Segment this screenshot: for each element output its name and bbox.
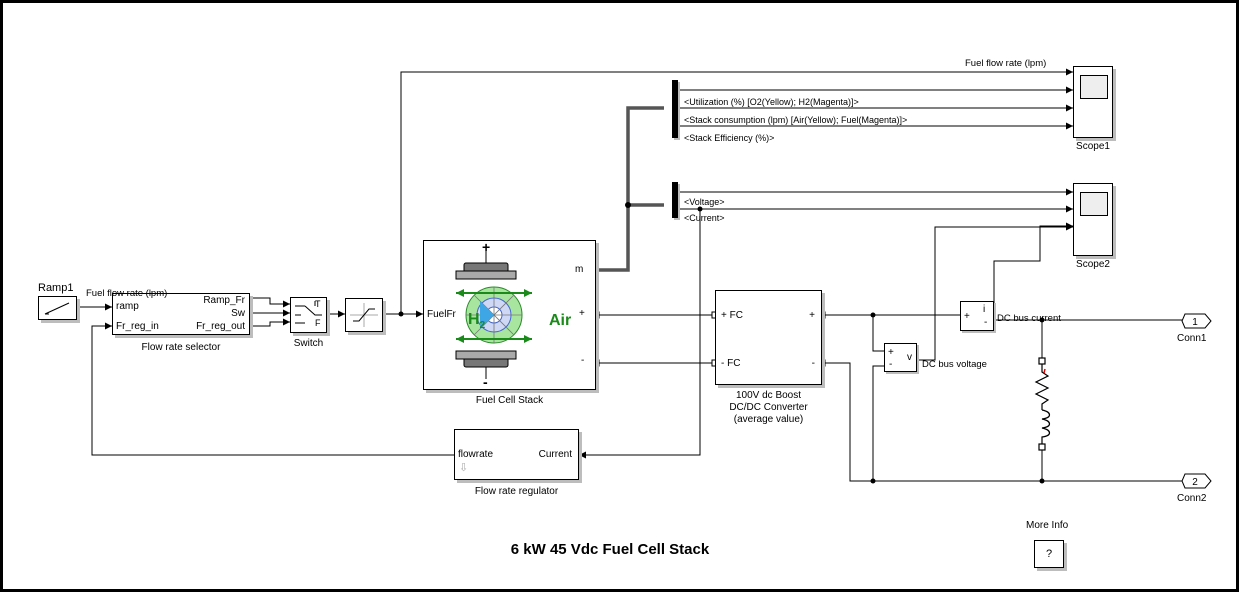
conn1-port[interactable]: 1 bbox=[1181, 313, 1213, 329]
fuel-cell-stack-block[interactable]: H2 Air + - FuelFr m + - bbox=[423, 240, 596, 390]
port-out-minus: - bbox=[811, 358, 815, 369]
converter-label-line2: DC/DC Converter bbox=[729, 402, 808, 413]
stack-consumption-signal: <Stack consumption (lpm) [Air(Yellow); F… bbox=[684, 115, 908, 125]
more-info-label: More Info bbox=[1026, 520, 1069, 531]
flow-rate-selector-block[interactable]: ramp Fr_reg_in Ramp_Fr Sw Fr_reg_out bbox=[112, 293, 250, 335]
more-info-button[interactable]: ? bbox=[1034, 540, 1064, 568]
fuel-cell-stack-label: Fuel Cell Stack bbox=[475, 395, 544, 406]
scope1-block[interactable] bbox=[1073, 66, 1113, 138]
port-fc-minus: - FC bbox=[721, 358, 741, 369]
converter-label-line3: (average value) bbox=[733, 414, 804, 425]
ramp-icon bbox=[44, 302, 70, 315]
current-measurement-block[interactable]: + i - bbox=[960, 301, 994, 331]
port-minus: - bbox=[889, 359, 893, 370]
scope2-block[interactable] bbox=[1073, 183, 1113, 256]
port-f: F bbox=[315, 318, 321, 328]
port-current: Current bbox=[538, 449, 572, 460]
port-ramp-fr: Ramp_Fr bbox=[203, 295, 245, 306]
diagram-title: 6 kW 45 Vdc Fuel Cell Stack bbox=[510, 541, 710, 558]
port-ramp: ramp bbox=[116, 301, 139, 312]
conn2-number: 2 bbox=[1192, 477, 1198, 488]
scope1-label: Scope1 bbox=[1076, 141, 1110, 152]
rl-load-icon bbox=[1034, 357, 1051, 451]
port-fr-reg-out: Fr_reg_out bbox=[196, 321, 245, 332]
dc-bus-voltage-label: DC bus voltage bbox=[922, 359, 987, 370]
scope2-screen-icon bbox=[1080, 192, 1108, 216]
ramp-label: Ramp1 bbox=[38, 282, 74, 294]
conn2-port[interactable]: 2 bbox=[1181, 473, 1213, 489]
port-minus: - bbox=[984, 317, 988, 328]
down-arrow-icon: ⇩ bbox=[459, 462, 469, 474]
conn1-label: Conn1 bbox=[1177, 333, 1207, 344]
utilization-signal: <Utilization (%) [O2(Yellow); H2(Magenta… bbox=[684, 97, 859, 107]
fuel-flow-rate-left-label: Fuel flow rate (lpm) bbox=[86, 288, 168, 299]
saturation-icon bbox=[350, 303, 378, 327]
bus-selector-1[interactable] bbox=[672, 80, 678, 138]
scope2-label: Scope2 bbox=[1076, 259, 1110, 270]
dc-dc-converter-block[interactable]: + FC - FC + - bbox=[715, 290, 822, 385]
fuel-flow-rate-top-label: Fuel flow rate (lpm) bbox=[965, 58, 1047, 69]
port-fr-reg-in: Fr_reg_in bbox=[116, 321, 159, 332]
dc-bus-current-label: DC bus current bbox=[997, 313, 1061, 324]
switch-label: Switch bbox=[293, 338, 324, 349]
port-t: T bbox=[315, 299, 321, 309]
stack-negative-terminal: - bbox=[483, 374, 488, 390]
conn2-label: Conn2 bbox=[1177, 493, 1207, 504]
port-plus: + bbox=[888, 347, 894, 358]
converter-label-line1: 100V dc Boost bbox=[735, 390, 802, 401]
port-fuelfr: FuelFr bbox=[427, 309, 456, 320]
flow-rate-selector-label: Flow rate selector bbox=[141, 342, 221, 353]
port-plus: + bbox=[579, 308, 585, 319]
flow-rate-regulator-label: Flow rate regulator bbox=[474, 486, 559, 497]
scope1-screen-icon bbox=[1080, 75, 1108, 99]
air-label: Air bbox=[549, 312, 572, 329]
port-m: m bbox=[575, 264, 584, 275]
stack-positive-terminal: + bbox=[482, 239, 491, 255]
port-v: v bbox=[907, 352, 912, 363]
conn1-number: 1 bbox=[1192, 317, 1198, 328]
port-sw: Sw bbox=[231, 308, 245, 319]
bus-selector-2[interactable] bbox=[672, 182, 678, 218]
fuel-cell-icon bbox=[455, 251, 532, 379]
h2-label: H2 bbox=[468, 311, 486, 332]
stack-efficiency-signal: <Stack Efficiency (%)> bbox=[684, 133, 775, 143]
port-i: i bbox=[983, 304, 986, 315]
switch-icon bbox=[295, 301, 322, 324]
current-signal: <Current> bbox=[684, 213, 725, 223]
flow-rate-regulator-block[interactable]: flowrate Current ⇩ bbox=[454, 429, 579, 480]
port-fc-plus: + FC bbox=[721, 310, 743, 321]
voltage-measurement-block[interactable]: + - v bbox=[884, 343, 917, 372]
ramp-block[interactable] bbox=[38, 296, 77, 320]
port-plus: + bbox=[964, 311, 970, 322]
port-minus: - bbox=[581, 355, 585, 366]
voltage-signal: <Voltage> bbox=[684, 197, 725, 207]
port-flowrate: flowrate bbox=[458, 449, 494, 460]
port-out-plus: + bbox=[809, 310, 815, 321]
switch-block[interactable]: T F bbox=[290, 297, 327, 333]
saturation-block[interactable] bbox=[345, 298, 383, 332]
